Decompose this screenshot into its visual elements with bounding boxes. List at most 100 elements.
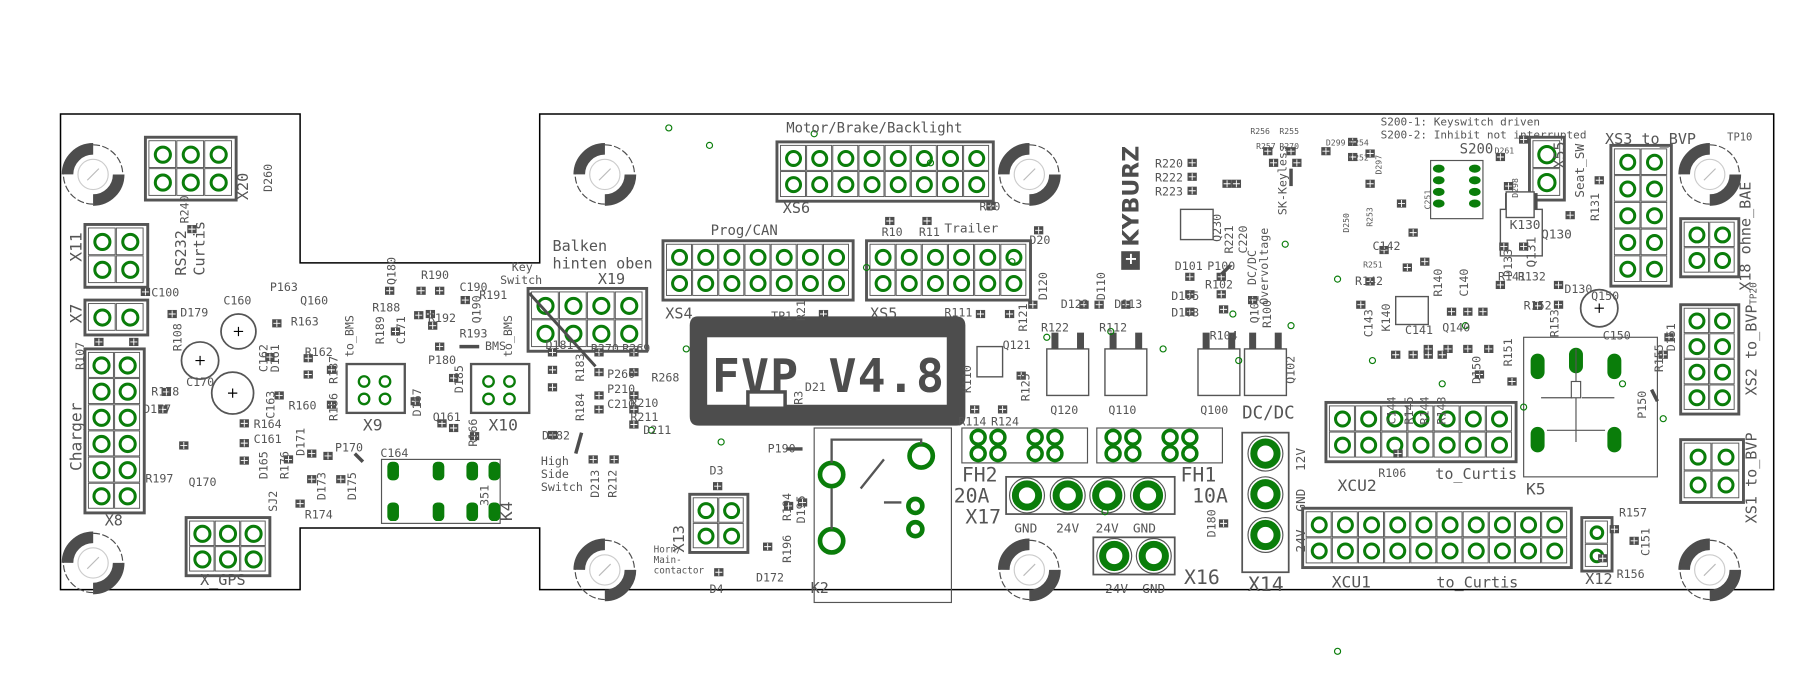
- pin-pad: [811, 149, 829, 167]
- smd-cross: [1464, 308, 1472, 316]
- silkscreen-label-x16-p1: 24V: [1105, 582, 1128, 597]
- silkscreen-label-r166: R166: [466, 419, 480, 447]
- pin-cell: [921, 243, 948, 270]
- silkscreen-label-d20: D20: [1029, 233, 1050, 247]
- smd-cross: [886, 217, 894, 225]
- mounting-hole-mark: [598, 563, 612, 577]
- smd-pad: [594, 391, 604, 400]
- smd-cross: [610, 455, 618, 463]
- smd-cross: [1264, 147, 1272, 155]
- silkscreen-label-c252: C252: [1349, 153, 1369, 163]
- smd-cross: [1188, 159, 1196, 167]
- pin-pad: [915, 149, 933, 167]
- s200-note-2: S200-2: Inhibit not interrupted: [1381, 128, 1587, 141]
- pin-pad: [1520, 516, 1538, 534]
- pin-cell: [559, 319, 587, 348]
- relay-k2-outline: [813, 427, 953, 604]
- pin-pad: [93, 232, 112, 251]
- mounting-hole-mark: [1703, 168, 1716, 181]
- via: [810, 130, 818, 138]
- silkscreen-label-xs5: XS5: [870, 305, 897, 323]
- silkscreen-label-rs232: RS232: [172, 230, 190, 275]
- silkscreen-label-x14-p2: GND: [1294, 489, 1309, 512]
- silkscreen-label-q160: Q160: [300, 294, 328, 308]
- silkscreen-label-d171: D171: [294, 428, 308, 456]
- connector-xcu2: [1324, 400, 1518, 464]
- connector-x18: [1679, 217, 1741, 279]
- pin-cell: [87, 255, 116, 284]
- silkscreen-label-d211: D211: [643, 423, 671, 437]
- pin-cell: [832, 171, 859, 198]
- smd-cross: [1366, 277, 1374, 285]
- smd-cross: [1080, 301, 1088, 309]
- smd-cross: [1006, 310, 1014, 318]
- pin-pad: [592, 324, 611, 343]
- pin-pad: [118, 382, 137, 401]
- pin-pad: [1310, 542, 1328, 560]
- pin-pad: [1537, 145, 1557, 165]
- silkscreen-label-x17-p1: GND: [1014, 522, 1037, 537]
- smd-cross: [1479, 308, 1487, 316]
- silkscreen-label-r121: R121: [1016, 303, 1030, 331]
- smd-cross: [589, 455, 597, 463]
- pin-pad: [1438, 410, 1456, 428]
- smd-pad: [1321, 147, 1331, 156]
- silkscreen-label-d213: D213: [588, 470, 602, 498]
- pin-pad: [378, 375, 392, 388]
- switch-s200: [1430, 159, 1484, 220]
- pin-pad: [1026, 444, 1044, 463]
- pin-pad: [1104, 428, 1122, 447]
- silkscreen-label-contactor: contactor: [654, 565, 705, 576]
- silkscreen-label-c164: C164: [380, 446, 408, 460]
- silkscreen-label-to-bms-1: to_BMS: [343, 315, 357, 357]
- pin-pad: [1412, 410, 1430, 428]
- smd-pad: [303, 370, 313, 379]
- pin-pad: [1310, 516, 1328, 534]
- smd-pad: [283, 455, 294, 464]
- relay-symbol: [1541, 348, 1615, 442]
- silkscreen-label-q130: Q130: [1541, 227, 1572, 242]
- silkscreen-label-d150: D150: [1470, 356, 1484, 384]
- smd-cross: [549, 383, 556, 391]
- mounting-hole-ring: [573, 143, 637, 206]
- pin-pad: [1714, 312, 1732, 330]
- silkscreen-label-d195: D195: [794, 495, 808, 523]
- silkscreen-label-xs6: XS6: [783, 199, 810, 217]
- fuse-holder-fh2: [961, 427, 1089, 464]
- pin-pad: [93, 308, 112, 327]
- smd-pad: [1365, 149, 1375, 158]
- silkscreen-label-key: Key: [512, 260, 533, 274]
- smd-pad: [239, 456, 249, 465]
- smd-pad: [629, 405, 639, 414]
- pin-pad: [536, 324, 555, 343]
- pin-pad: [92, 408, 111, 427]
- x17-pad: [1092, 480, 1123, 511]
- connector-xs4-housing: [661, 239, 855, 302]
- pin-pad: [1717, 448, 1735, 466]
- silkscreen-label-r186: R186: [326, 393, 340, 421]
- smd-pad: [997, 405, 1008, 414]
- pin-cell: [832, 144, 859, 171]
- mounting-hole: [573, 538, 637, 602]
- pin-cell: [87, 456, 114, 483]
- smd-pad: [594, 405, 604, 414]
- relay-pad: [906, 519, 925, 539]
- pin-pad: [915, 176, 933, 194]
- silkscreen-label-x7: X7: [66, 304, 85, 324]
- x16-pad-ring: [1135, 537, 1172, 574]
- silkscreen-label-r156: R156: [1617, 567, 1645, 581]
- pin-cell: [1331, 511, 1358, 538]
- connector-x7: [83, 298, 150, 337]
- pin-pad: [1688, 226, 1706, 244]
- connector-x7-housing: [83, 298, 150, 337]
- pin-pad: [874, 275, 892, 292]
- pin-pad: [153, 173, 172, 192]
- silkscreen-label-r191: R191: [479, 288, 507, 302]
- smd-pad: [1356, 300, 1366, 309]
- pin-cell: [1709, 247, 1735, 273]
- connector-xs5: [865, 239, 1032, 302]
- silkscreen-label-bms: BMS: [485, 339, 506, 353]
- silkscreen-label-r102: R102: [1205, 277, 1233, 291]
- switch-pad: [1432, 176, 1445, 185]
- pin-pad: [1026, 428, 1044, 447]
